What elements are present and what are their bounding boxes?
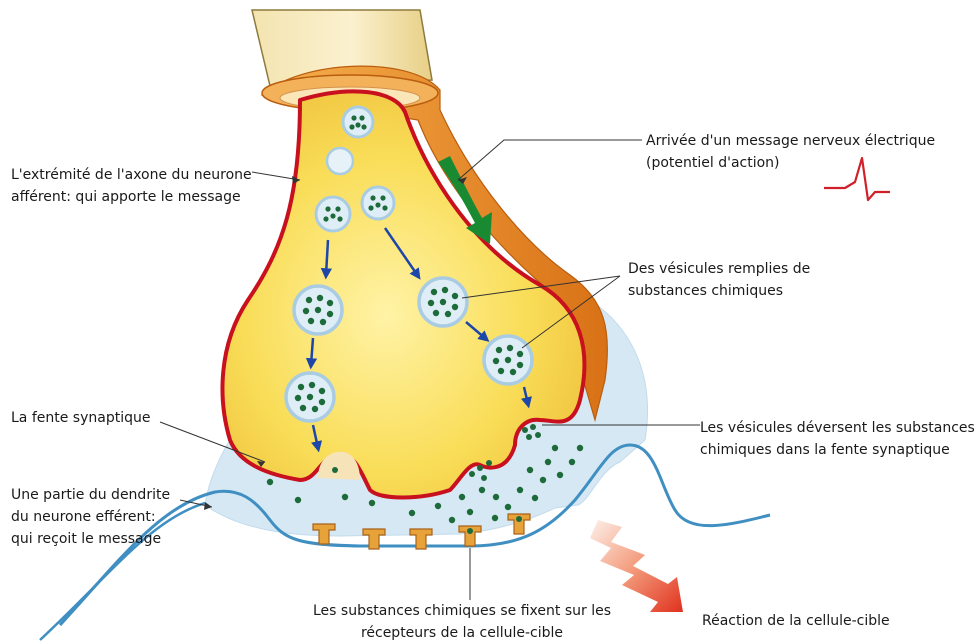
vesicle bbox=[419, 278, 467, 326]
label-vesicles: Des vésicules remplies de substances chi… bbox=[628, 258, 858, 302]
label-vesicle-release: Les vésicules déversent les substances c… bbox=[700, 417, 976, 461]
label-axon-terminal: L'extrémité de l'axone du neurone affére… bbox=[11, 164, 261, 208]
vesicle bbox=[286, 373, 334, 421]
vesicle-empty bbox=[327, 148, 353, 174]
label-receptor-binding: Les substances chimiques se fixent sur l… bbox=[302, 600, 622, 644]
label-target-cell-reaction: Réaction de la cellule-cible bbox=[702, 610, 922, 632]
vesicle bbox=[316, 197, 350, 231]
label-synaptic-cleft: La fente synaptique bbox=[11, 407, 181, 429]
label-dendrite: Une partie du dendrite du neurone effére… bbox=[11, 484, 191, 550]
label-action-potential-arrival: Arrivée d'un message nerveux électrique … bbox=[646, 130, 966, 174]
vesicle bbox=[362, 187, 394, 219]
vesicle bbox=[343, 107, 373, 137]
vesicle bbox=[484, 336, 532, 384]
red-zigzag-arrow-icon bbox=[590, 520, 683, 612]
vesicle bbox=[294, 286, 342, 334]
